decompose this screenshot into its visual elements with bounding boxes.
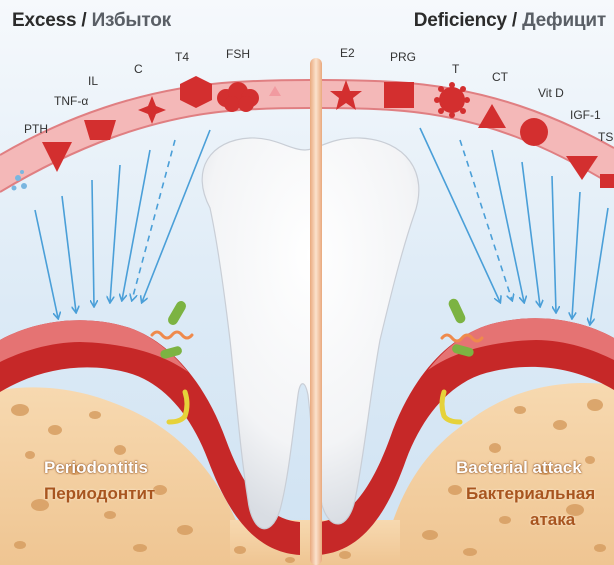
title-separator: / <box>81 10 86 31</box>
hormone-label-c: C <box>134 62 143 76</box>
hormone-label-t4: T4 <box>175 50 189 64</box>
hormone-label-pth: PTH <box>24 122 48 136</box>
caption-bacterial-attack-ru-2: атака <box>530 510 575 530</box>
square-icon <box>600 174 614 188</box>
title-excess: Excess / Избыток <box>12 10 171 32</box>
caption-periodontitis-ru: Периодонтит <box>44 484 155 504</box>
hormone-label-e2: E2 <box>340 46 355 60</box>
caption-bacterial-attack-ru-1: Бактериальная <box>466 484 595 504</box>
hormone-label-il: IL <box>88 74 98 88</box>
title-deficiency: Deficiency / Дефицит <box>414 10 606 32</box>
hormone-label-ct: CT <box>492 70 508 84</box>
hormone-label-tnf: TNF-α <box>54 94 88 108</box>
square-icon <box>384 82 414 108</box>
circle-icon <box>520 118 548 146</box>
hormone-label-vitd: Vit D <box>538 86 564 100</box>
title-deficiency-ru: Дефицит <box>522 10 606 31</box>
hormone-label-t: T <box>452 62 459 76</box>
caption-periodontitis-en: Periodontitis <box>44 458 148 478</box>
caption-bacterial-attack-en: Bacterial attack <box>456 458 582 478</box>
hormone-label-ts: TS <box>598 130 613 144</box>
burst-icon <box>434 82 470 118</box>
center-divider <box>310 58 322 565</box>
hormone-label-fsh: FSH <box>226 47 250 61</box>
title-deficiency-en: Deficiency <box>414 10 507 31</box>
hormone-label-prg: PRG <box>390 50 416 64</box>
title-separator: / <box>512 10 517 31</box>
title-excess-ru: Избыток <box>92 10 171 31</box>
hormone-label-igf1: IGF-1 <box>570 108 601 122</box>
title-excess-en: Excess <box>12 10 76 31</box>
